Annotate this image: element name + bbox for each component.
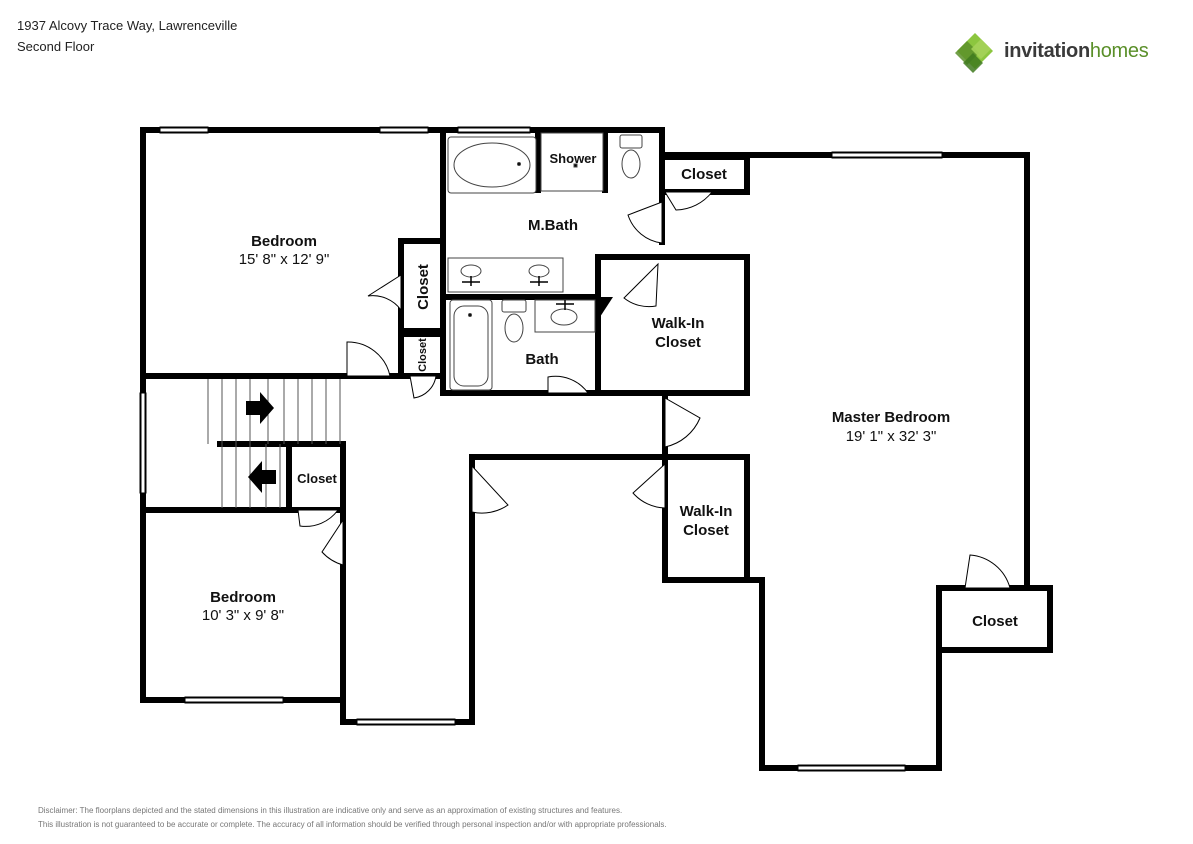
window-frames bbox=[139, 126, 943, 772]
closet-bedroom-1-label: Closet bbox=[415, 264, 432, 310]
closet-linen-label: Closet bbox=[417, 338, 429, 372]
bedroom-2-label: Bedroom bbox=[210, 589, 276, 606]
windows bbox=[141, 128, 942, 770]
logo-wordmark: invitationhomes bbox=[1004, 40, 1149, 63]
bath-toilet bbox=[504, 313, 524, 343]
logo-diamond-icon bbox=[955, 33, 993, 73]
invitation-homes-logo: invitationhomes bbox=[953, 31, 1168, 75]
bedroom-1-label: Bedroom bbox=[251, 233, 317, 250]
walls bbox=[140, 127, 1053, 771]
closet-stair-label: Closet bbox=[297, 471, 337, 486]
walk-in-closet-1-line1: Walk-In bbox=[652, 315, 705, 332]
logo-text-light: homes bbox=[1089, 40, 1149, 62]
shower-label: Shower bbox=[550, 151, 597, 166]
wall-corner bbox=[598, 297, 613, 320]
shower-stall bbox=[540, 132, 604, 192]
stair-arrows bbox=[246, 392, 276, 493]
floor-label: Second Floor bbox=[17, 39, 95, 54]
master-bedroom-label: Master Bedroom bbox=[832, 409, 950, 426]
fixtures bbox=[447, 132, 643, 391]
stair-arrow-left-icon bbox=[248, 461, 276, 493]
walk-in-closet-2-line1: Walk-In bbox=[680, 503, 733, 520]
bedroom-1-dims: 15' 8" x 12' 9" bbox=[239, 251, 330, 268]
stair-arrow-right-icon bbox=[246, 392, 274, 424]
doors bbox=[297, 191, 1011, 589]
toilet bbox=[621, 149, 641, 179]
closet-master-top-label: Closet bbox=[681, 166, 727, 183]
logo-text-bold: invitation bbox=[1004, 40, 1090, 62]
faucets bbox=[462, 276, 574, 310]
master-bath-label: M.Bath bbox=[528, 217, 578, 234]
master-bedroom-dims: 19' 1" x 32' 3" bbox=[846, 428, 937, 445]
walk-in-closet-2-line2: Closet bbox=[683, 522, 729, 539]
property-address: 1937 Alcovy Trace Way, Lawrenceville bbox=[17, 18, 238, 33]
closet-master-bottom-label: Closet bbox=[972, 613, 1018, 630]
disclaimer-line-1: Disclaimer: The floorplans depicted and … bbox=[38, 806, 623, 815]
bedroom-2-dims: 10' 3" x 9' 8" bbox=[202, 607, 284, 624]
bath-label: Bath bbox=[525, 351, 558, 368]
walk-in-closet-1-line2: Closet bbox=[655, 334, 701, 351]
disclaimer-line-2: This illustration is not guaranteed to b… bbox=[38, 820, 667, 829]
